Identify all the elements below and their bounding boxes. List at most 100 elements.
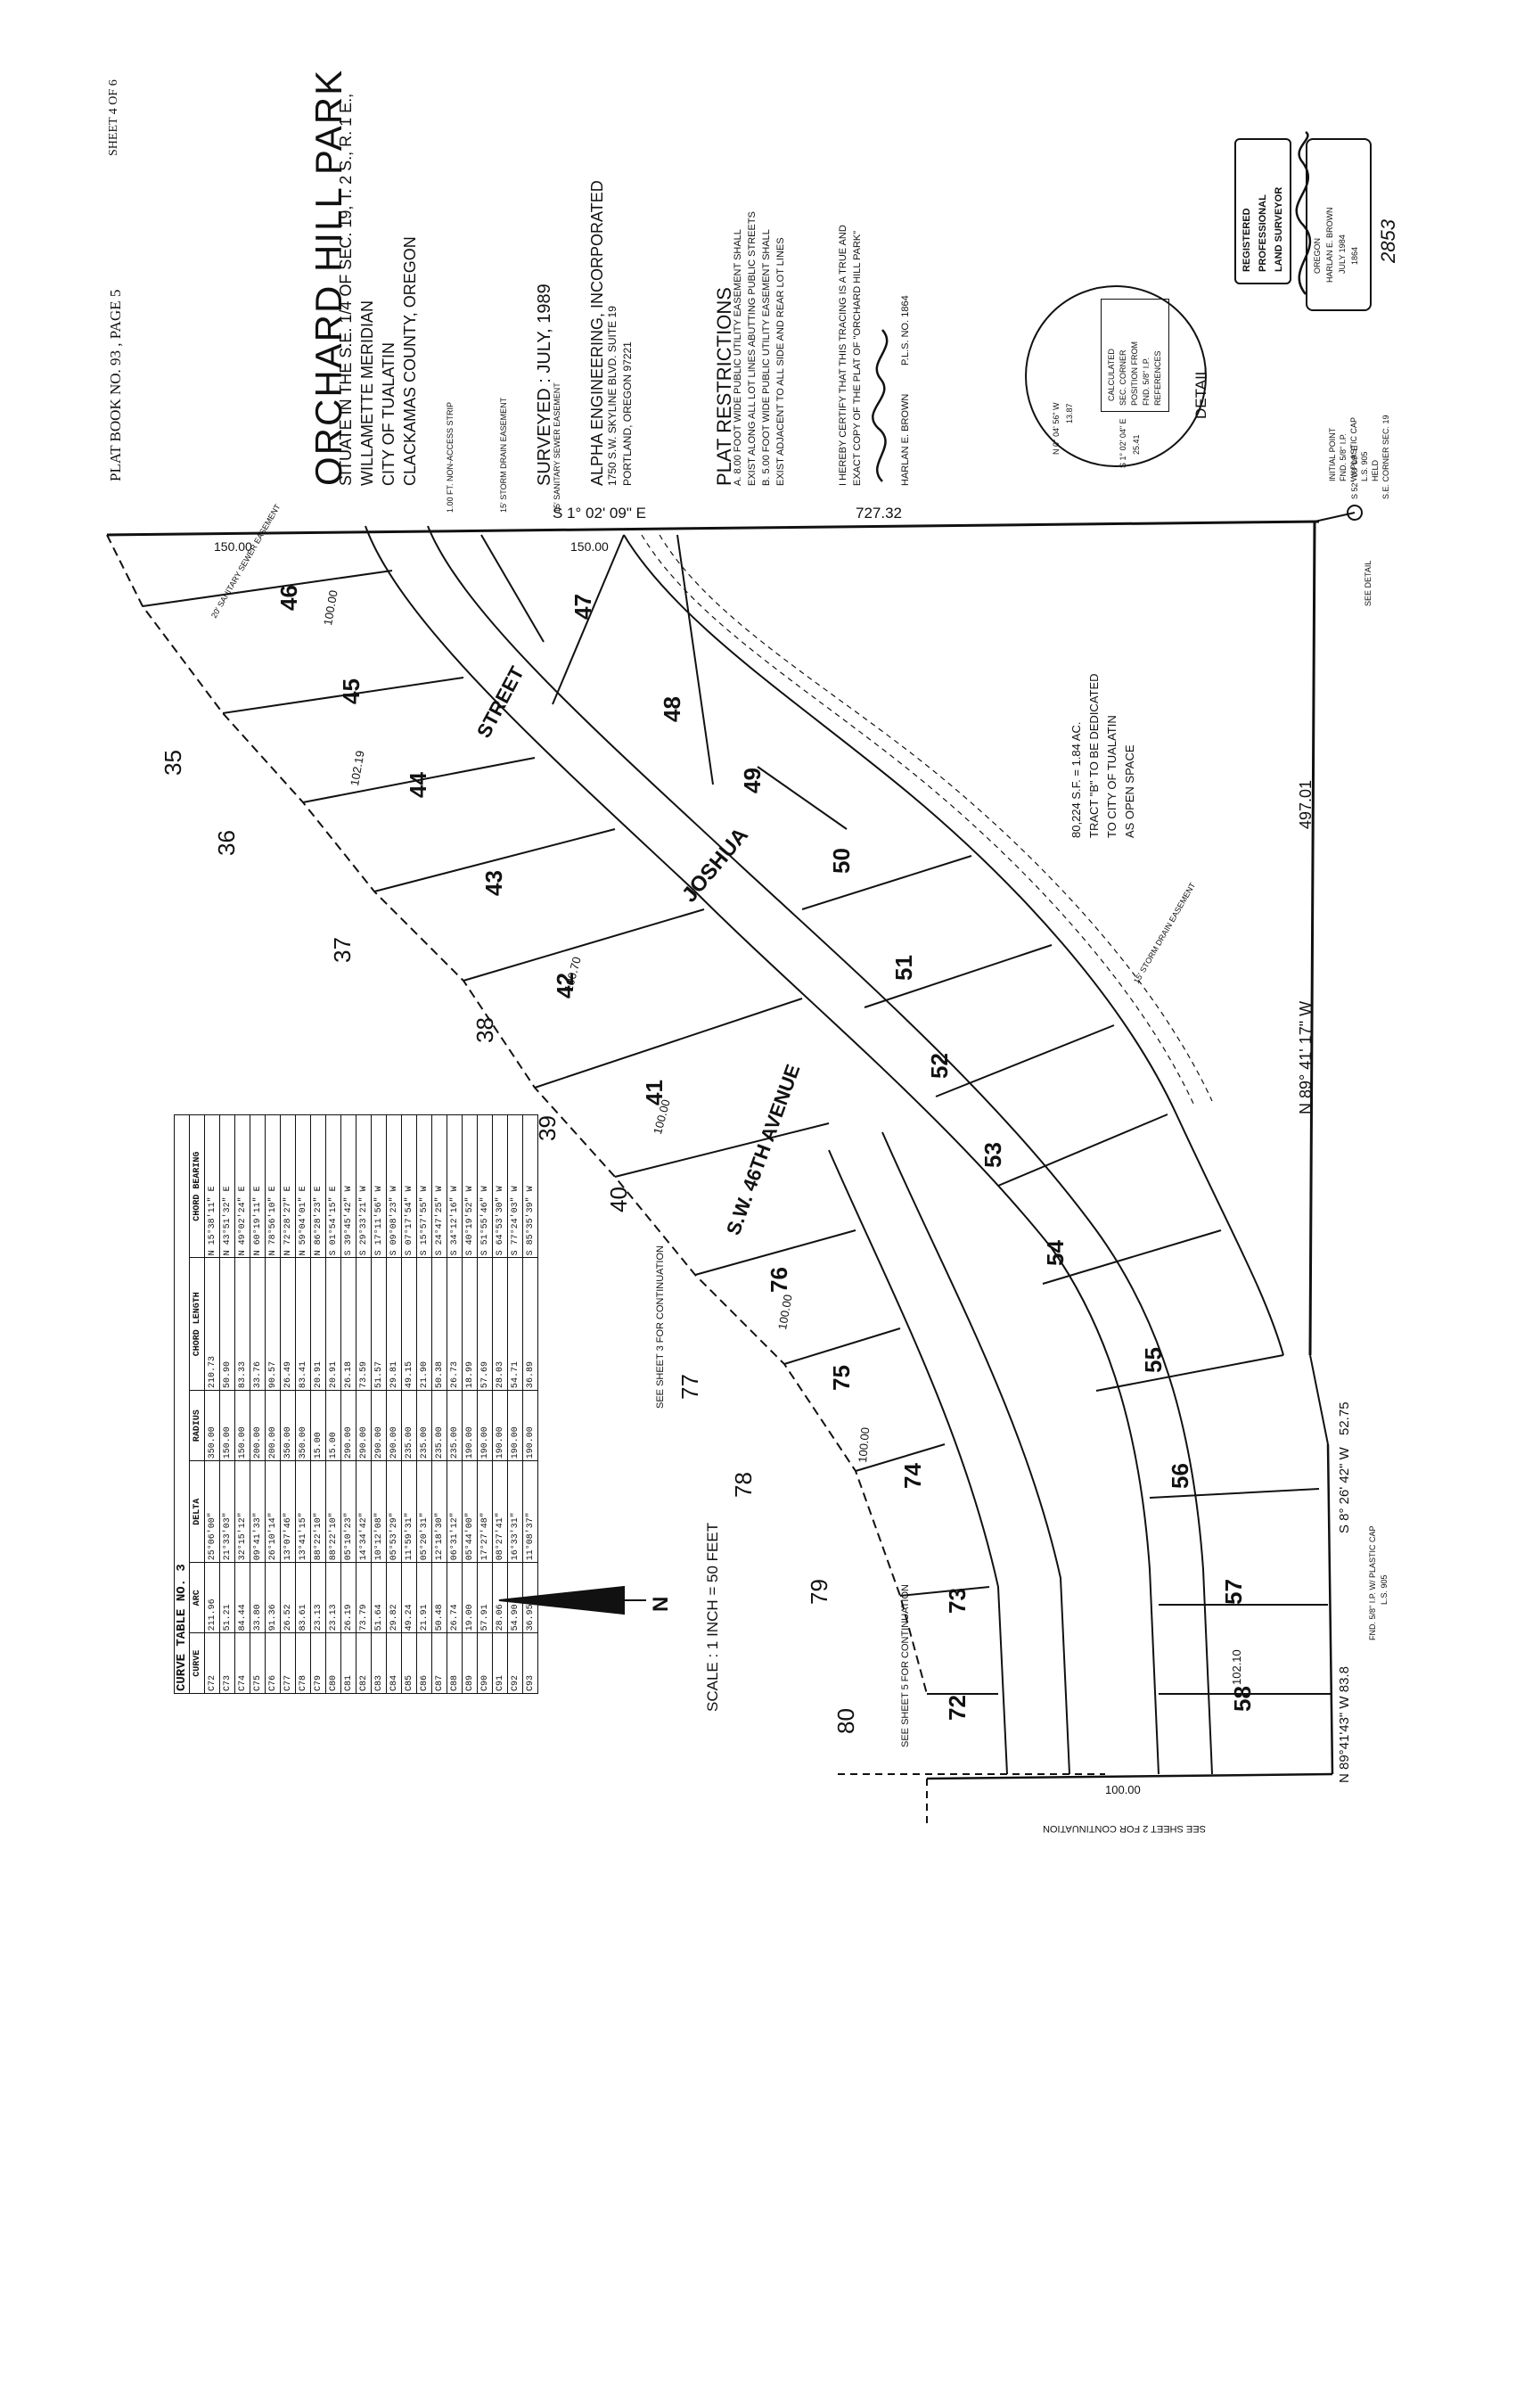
table-cell: C90 [477,1632,493,1694]
table-cell: 21.91 [416,1562,432,1633]
north-label: N [649,1596,673,1612]
table-cell: S 40°19'52" W [462,1114,478,1258]
dim-150-b: 150.00 [570,539,609,554]
table-cell: 190.00 [477,1390,493,1461]
table-cell: C87 [431,1632,447,1694]
table-cell: 51.57 [371,1257,387,1391]
adjacent-lot-79: 79 [805,1579,832,1605]
lot-55: 55 [1139,1347,1167,1373]
dim-100-f: 100.00 [1105,1783,1141,1796]
table-cell: S 15°57'55" W [416,1114,432,1258]
table-cell: 50.38 [431,1257,447,1391]
table-cell: 28.03 [492,1257,508,1391]
initial-point-5: HELD [1371,459,1380,481]
table-cell: 49.24 [401,1562,417,1633]
curve-table-title: CURVE TABLE NO. 3 [174,1114,190,1694]
lot-44: 44 [404,772,431,798]
east-boundary-bearing: S 1° 02' 09" E [553,505,646,522]
table-cell: 29.81 [386,1257,402,1391]
fnd-bottom-2: L.S. 905 [1380,1574,1389,1605]
lot-51: 51 [889,955,917,981]
table-cell: 09°41'33" [250,1460,266,1563]
table-cell: 15.00 [325,1390,341,1461]
table-cell: 10°12'08" [371,1460,387,1563]
table-cell: 290.00 [386,1390,402,1461]
adjacent-lot-40: 40 [604,1187,632,1212]
lot-74: 74 [898,1463,926,1489]
table-cell: 11°08'37" [522,1460,538,1563]
table-cell: 12°18'30" [431,1460,447,1563]
table-cell: S 51°55'46" W [477,1114,493,1258]
curve-col-header: DELTA [189,1460,205,1563]
see-sheet-2-note: SEE SHEET 2 FOR CONTINUATION [1043,1823,1206,1834]
east-boundary-distance: 727.32 [856,505,902,522]
table-cell: N 60°19'11" E [250,1114,266,1258]
table-cell: 290.00 [371,1390,387,1461]
table-cell: 83.61 [295,1562,311,1633]
lot-47: 47 [569,594,596,620]
table-cell: C72 [204,1632,220,1694]
stamp-detail: OREGON HARLAN E. BROWN JULY 1984 1864 [1306,138,1372,311]
table-cell: 190.00 [522,1390,538,1461]
table-cell: C93 [522,1632,538,1694]
table-cell: 73.79 [356,1562,372,1633]
table-cell: C85 [401,1632,417,1694]
table-cell: 18.99 [462,1257,478,1391]
table-cell: 290.00 [356,1390,372,1461]
table-cell: 190.00 [492,1390,508,1461]
adjacent-lot-35: 35 [159,750,186,776]
see-detail-label: SEE DETAIL [1364,560,1373,606]
non-access-strip-note: 1.00 FT. NON-ACCESS STRIP [446,401,455,513]
table-cell: 17°27'48" [477,1460,493,1563]
lot-58: 58 [1228,1686,1256,1712]
table-cell: S 24°47'25" W [431,1114,447,1258]
table-cell: S 01°54'15" E [325,1114,341,1258]
table-cell: 26.52 [280,1562,296,1633]
se-corner-bearing: S 52° 08' 09" E [1350,445,1359,499]
table-cell: S 07°17'54" W [401,1114,417,1258]
table-cell: 23.13 [310,1562,326,1633]
table-cell: 26°10'14" [265,1460,281,1563]
table-cell: 14°34'42" [356,1460,372,1563]
table-cell: 235.00 [401,1390,417,1461]
table-cell: S 17°11'56" W [371,1114,387,1258]
lot-75: 75 [827,1365,855,1391]
dim-150-a: 150.00 [214,539,252,554]
table-cell: N 72°28'27" E [280,1114,296,1258]
adjacent-lot-37: 37 [328,937,356,963]
table-cell: C92 [507,1632,523,1694]
lot-42: 42 [551,973,578,999]
south-boundary-distance: 497.01 [1297,779,1315,829]
table-cell: 36.89 [522,1257,538,1391]
table-cell: 350.00 [295,1390,311,1461]
lot-45: 45 [337,678,365,704]
table-cell: 150.00 [219,1390,235,1461]
tract-line-1: TRACT "B" TO BE DEDICATED [1087,673,1101,838]
table-cell: 54.90 [507,1562,523,1633]
table-cell: S 85°35'39" W [522,1114,538,1258]
table-cell: 15.00 [310,1390,326,1461]
table-cell: C84 [386,1632,402,1694]
table-cell: C88 [447,1632,463,1694]
se-corner-label: S.E. CORNER SEC. 19 [1381,415,1390,499]
lot-48: 48 [658,696,685,722]
lot-57: 57 [1219,1579,1247,1605]
curve-col-header: CHORD LENGTH [189,1257,205,1391]
table-cell: 57.91 [477,1562,493,1633]
adjacent-lot-77: 77 [676,1374,703,1400]
tract-area: 80,224 S.F. = 1.84 AC. [1069,721,1083,838]
